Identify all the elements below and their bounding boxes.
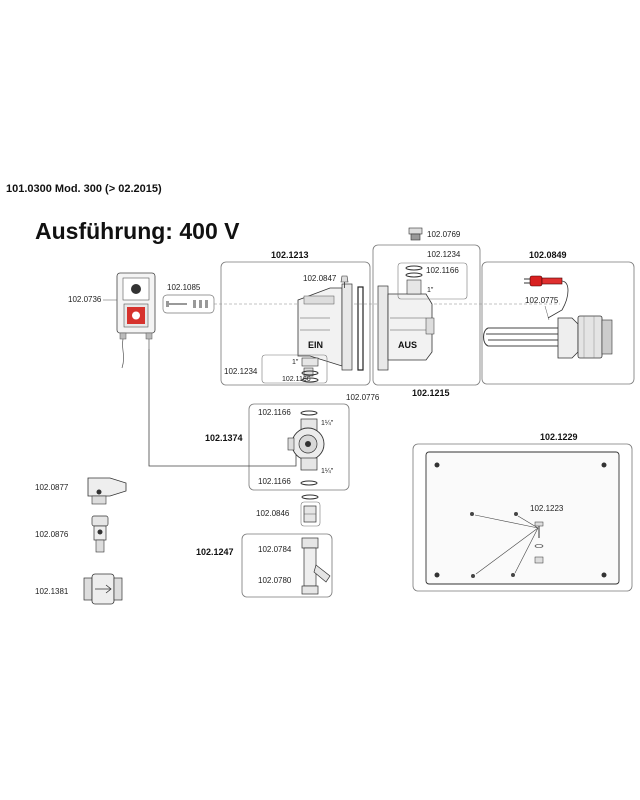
- label-102-1166-left: 102.1166: [282, 376, 311, 383]
- heater-housing-ein: [297, 283, 353, 377]
- gasket-ring: [357, 286, 364, 371]
- thread-114-bottom: 1¼": [321, 468, 334, 475]
- valve-assembly: [301, 537, 331, 595]
- power-cable: [148, 349, 297, 467]
- group-label-0849: 102.0849: [529, 250, 567, 260]
- group-label-1247: 102.1247: [196, 547, 234, 557]
- thread-114-top: 1¼": [321, 420, 334, 427]
- valve-0877: [87, 477, 127, 505]
- group-box-1215: [372, 244, 481, 386]
- vent-screw: [340, 275, 349, 288]
- label-102-0784: 102.0784: [258, 545, 292, 554]
- group-box-1229: [412, 443, 633, 592]
- group-label-1215: 102.1215: [412, 388, 450, 398]
- group-box-0849: [481, 261, 635, 385]
- label-102-1166-bottom: 102.1166: [258, 477, 291, 486]
- group-label-1374: 102.1374: [205, 433, 243, 443]
- pipe-nipple: [303, 505, 317, 523]
- label-102-1166-top: 102.1166: [258, 408, 291, 417]
- drain-plug: [408, 227, 423, 241]
- label-102-1085: 102.1085: [167, 283, 201, 292]
- group-label-1213: 102.1213: [271, 250, 309, 260]
- label-102-0876: 102.0876: [35, 530, 69, 539]
- group-box-1374: [248, 403, 350, 491]
- label-102-0877: 102.0877: [35, 483, 69, 492]
- thread-1in-left: 1": [292, 359, 299, 366]
- cover-plate: [425, 451, 620, 585]
- mounting-screw-set: [474, 514, 544, 575]
- label-102-0776: 102.0776: [346, 393, 380, 402]
- ein-label: EIN: [308, 340, 323, 350]
- valve-1381: [83, 573, 123, 605]
- valve-0876: [91, 515, 109, 553]
- label-102-0780: 102.0780: [258, 576, 292, 585]
- sensor-connector: [524, 275, 569, 319]
- circulation-pump: [287, 418, 325, 471]
- heater-housing-aus: [377, 285, 435, 371]
- label-102-0846: 102.0846: [256, 509, 290, 518]
- model-title: 101.0300 Mod. 300 (> 02.2015): [6, 183, 162, 195]
- label-102-1234-left: 102.1234: [224, 367, 258, 376]
- label-102-0775: 102.0775: [525, 296, 559, 305]
- group-label-1229: 102.1229: [540, 432, 578, 442]
- label-102-1234-right: 102.1234: [427, 250, 461, 259]
- variant-title: Ausführung: 400 V: [35, 218, 240, 244]
- label-102-0736: 102.0736: [68, 295, 102, 304]
- label-102-0847: 102.0847: [303, 274, 337, 283]
- aus-label: AUS: [398, 340, 417, 350]
- label-102-1166-right: 102.1166: [426, 266, 459, 275]
- thread-1in-right: 1": [427, 287, 434, 294]
- heating-element: [482, 315, 613, 359]
- screw-set: [166, 300, 208, 308]
- label-102-1223: 102.1223: [530, 504, 564, 513]
- label-102-1381: 102.1381: [35, 587, 69, 596]
- group-box-1247: [241, 533, 333, 598]
- label-102-0769: 102.0769: [427, 230, 461, 239]
- control-switch-box: [116, 272, 156, 369]
- group-box-1213: [220, 261, 371, 386]
